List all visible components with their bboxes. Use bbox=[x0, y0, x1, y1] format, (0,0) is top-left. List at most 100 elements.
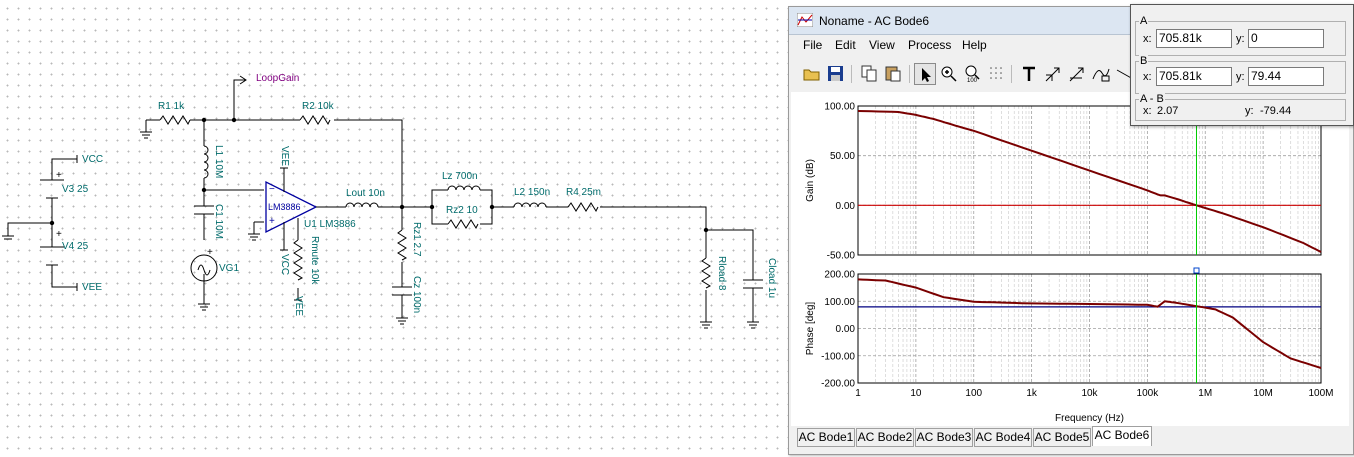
resistor-r2 bbox=[299, 115, 331, 126]
open-button[interactable] bbox=[801, 63, 823, 85]
lout-label: Lout 10n bbox=[346, 188, 385, 199]
menu-file[interactable]: File bbox=[803, 38, 823, 52]
menu-bar: File Edit View Process Help bbox=[789, 35, 1353, 55]
toolbar-separator bbox=[851, 65, 852, 83]
arrow-tool-2-button[interactable] bbox=[1066, 63, 1088, 85]
tab-ac-bode6[interactable]: AC Bode6 bbox=[1092, 426, 1152, 446]
vee-label-bottom: VEE bbox=[293, 296, 304, 317]
y-tick-label: 100.00 bbox=[824, 297, 855, 308]
v4-label: V4 25 bbox=[62, 241, 89, 252]
capacitor-c1 bbox=[194, 205, 214, 215]
u1-label: U1 LM3886 bbox=[304, 219, 356, 230]
v3-label: V3 25 bbox=[62, 184, 89, 195]
plot-frames bbox=[857, 105, 1322, 384]
y-tick-label: -100.00 bbox=[821, 351, 855, 362]
y-tick-label: 200.00 bbox=[824, 270, 855, 281]
x-tick-label: 10 bbox=[910, 388, 922, 399]
resistor-r1 bbox=[159, 115, 191, 126]
y-tick-label: -200.00 bbox=[821, 379, 855, 390]
inductor-lout bbox=[345, 202, 379, 208]
text-button[interactable] bbox=[1018, 63, 1040, 85]
tab-ac-bode2[interactable]: AC Bode2 bbox=[856, 428, 914, 447]
cursor-diff-group: x: 2.07 y: -79.44 bbox=[1135, 99, 1346, 121]
cursor-a-x-label: x: bbox=[1143, 33, 1152, 45]
paste-button[interactable] bbox=[883, 63, 905, 85]
rload-label: Rload 8 bbox=[716, 256, 727, 291]
x-tick-label: 10M bbox=[1253, 388, 1272, 399]
tab-ac-bode1[interactable]: AC Bode1 bbox=[797, 428, 855, 447]
svg-text:100: 100 bbox=[967, 78, 978, 83]
zoom-100-button[interactable]: 100 bbox=[962, 63, 984, 85]
y-tick-label: 100.00 bbox=[824, 102, 855, 113]
tab-ac-bode3[interactable]: AC Bode3 bbox=[915, 428, 973, 447]
phase-series-line bbox=[857, 278, 1322, 369]
cursor-a-x-field[interactable]: 705.81k bbox=[1156, 29, 1232, 48]
app-icon bbox=[797, 13, 813, 27]
gain-plot-frame bbox=[857, 105, 1322, 256]
save-disk-icon bbox=[828, 66, 843, 81]
zoom-in-button[interactable] bbox=[938, 63, 960, 85]
cursor-handle bbox=[1193, 267, 1200, 274]
plot-grid bbox=[857, 105, 1322, 384]
arrow-tool-button[interactable] bbox=[1042, 63, 1064, 85]
cursor-a-y-label: y: bbox=[1236, 33, 1245, 45]
l1-label: L1 10M bbox=[213, 145, 224, 179]
cursor-diff-y-label: y: bbox=[1245, 105, 1254, 117]
rmute-label: Rmute 10k bbox=[309, 236, 320, 285]
paste-icon bbox=[885, 66, 901, 82]
vg1-label: VG1 bbox=[219, 263, 240, 274]
y-tick-label: 0.00 bbox=[836, 324, 856, 335]
x-tick-label: 100 bbox=[965, 388, 982, 399]
pointer-icon bbox=[922, 68, 931, 82]
inductor-l1 bbox=[203, 145, 209, 179]
menu-process[interactable]: Process bbox=[908, 38, 952, 52]
curve-icon bbox=[1092, 68, 1110, 82]
y-tick-label: -50.00 bbox=[827, 251, 856, 262]
tab-ac-bode4[interactable]: AC Bode4 bbox=[974, 428, 1032, 447]
save-button[interactable] bbox=[825, 63, 847, 85]
inductor-lz bbox=[447, 185, 481, 191]
cursor-a-y-field[interactable]: 0 bbox=[1248, 29, 1324, 48]
copy-button[interactable] bbox=[859, 63, 881, 85]
cursor-diff-x-value: 2.07 bbox=[1157, 105, 1179, 117]
opamp-minus: − bbox=[269, 184, 275, 195]
toolbar-separator bbox=[1011, 65, 1012, 83]
tab-ac-bode5[interactable]: AC Bode5 bbox=[1033, 428, 1091, 447]
menu-edit[interactable]: Edit bbox=[835, 38, 856, 52]
battery-v4 bbox=[40, 246, 64, 266]
cursor-diff-y-value: -79.44 bbox=[1260, 105, 1292, 117]
cursor-b-y-field[interactable]: 79.44 bbox=[1248, 67, 1324, 86]
curve-button[interactable] bbox=[1090, 63, 1112, 85]
grid-button[interactable] bbox=[986, 63, 1008, 85]
open-folder-icon bbox=[803, 69, 820, 81]
opamp-u1 bbox=[265, 180, 318, 234]
cz-label: Cz 100n bbox=[411, 276, 422, 314]
capacitor-cload bbox=[743, 279, 763, 289]
x-tick-label: 10k bbox=[1081, 388, 1098, 399]
vee-label-top: VEE bbox=[279, 146, 290, 167]
tab-strip: AC Bode1 AC Bode2 AC Bode3 AC Bode4 AC B… bbox=[793, 426, 1349, 448]
vee-label-left: VEE bbox=[82, 282, 103, 293]
opamp-label: LM3886 bbox=[268, 202, 301, 212]
phase-plot-frame bbox=[857, 273, 1322, 384]
vg1-plus: + bbox=[207, 247, 213, 258]
source-vg1 bbox=[190, 254, 218, 282]
bode-window[interactable]: Noname - AC Bode6 File Edit View Process… bbox=[788, 6, 1354, 455]
r2-label: R2 10k bbox=[302, 101, 334, 112]
rz2-label: Rz2 10 bbox=[446, 205, 478, 216]
pointer-button[interactable] bbox=[914, 63, 936, 85]
cursor-b-x-field[interactable]: 705.81k bbox=[1156, 67, 1232, 86]
cursor-b-title: B bbox=[1139, 55, 1149, 67]
cursor-diff-x-label: x: bbox=[1143, 105, 1152, 117]
cursor-readout-window[interactable]: x: 705.81k y: 0 A x: 705.81k y: 79.44 B … bbox=[1130, 4, 1354, 126]
menu-help[interactable]: Help bbox=[962, 38, 987, 52]
y-tick-label: 0.00 bbox=[836, 201, 856, 212]
phase-y-axis-label: Phase [deg] bbox=[805, 302, 816, 356]
window-title: Noname - AC Bode6 bbox=[819, 14, 930, 28]
menu-view[interactable]: View bbox=[869, 38, 895, 52]
resistor-r4 bbox=[567, 202, 599, 213]
circuit-wiring bbox=[2, 75, 763, 329]
resistor-rmute bbox=[293, 239, 304, 281]
